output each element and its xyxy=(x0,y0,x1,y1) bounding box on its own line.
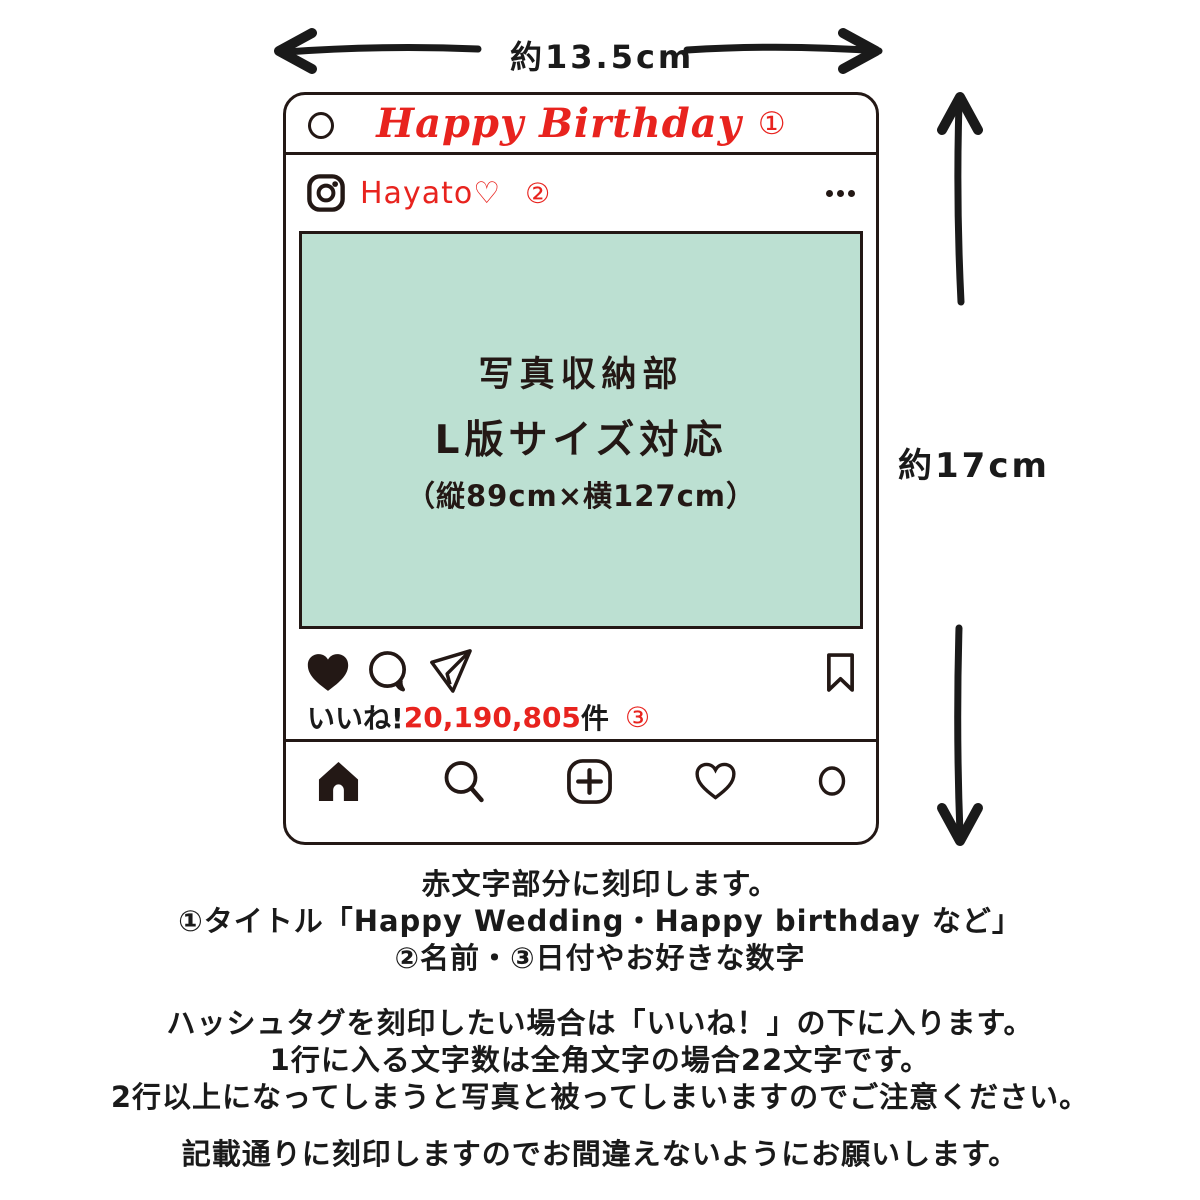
profile-circle-icon xyxy=(818,766,846,796)
note-line: 2行以上になってしまうと写真と被ってしまいますのでご注意ください。 xyxy=(110,1080,1090,1114)
note-line: ハッシュタグを刻印したい場合は「いいね！」の下に入ります。 xyxy=(166,1006,1034,1040)
search-icon xyxy=(444,760,484,802)
width-dimension-label: 約13.5cm xyxy=(510,38,695,76)
note-line: ②名前・③日付やお好きな数字 xyxy=(394,941,806,975)
likes-unit: 件 xyxy=(580,702,609,735)
likes-count: 20,190,805 xyxy=(403,700,581,734)
new-post-icon xyxy=(566,758,612,804)
instagram-camera-icon xyxy=(307,174,345,212)
hang-hole xyxy=(308,112,334,139)
post-header: Hayato♡ ② xyxy=(286,155,876,231)
share-plane-icon xyxy=(430,649,472,693)
height-dimension-label: 約17cm xyxy=(898,446,1050,486)
hashtag-notes: ハッシュタグを刻印したい場合は「いいね！」の下に入ります。 1行に入る文字数は全… xyxy=(0,1005,1200,1116)
width-arrow-right xyxy=(683,28,883,74)
photo-slot-label: 写真収納部 xyxy=(478,354,684,395)
action-icons-row xyxy=(286,629,876,695)
username-marker: ② xyxy=(525,176,551,210)
final-note: 記載通りに刻印しますのでお間違えないようにお願いします。 xyxy=(0,1136,1200,1173)
title-marker: ① xyxy=(757,105,786,142)
likes-label: いいね! xyxy=(307,702,404,735)
likes-marker: ③ xyxy=(624,700,651,734)
frame-title-text: Happy Birthday xyxy=(376,99,742,147)
photo-slot: 写真収納部 L版サイズ対応 （縦89cm×横127cm） xyxy=(299,231,863,629)
username-text: Hayato♡ xyxy=(360,175,502,211)
note-line: ①タイトル「Happy Wedding・Happy birthday など」 xyxy=(178,904,1022,938)
height-arrow-up xyxy=(937,92,983,306)
heart-outline-icon xyxy=(695,762,736,800)
height-arrow-down xyxy=(937,624,983,846)
photo-frame: Happy Birthday ① Hayato♡ ② 写真収納部 L版サイズ対応… xyxy=(283,92,879,845)
ellipsis-icon xyxy=(826,189,855,197)
photo-slot-dimensions: （縦89cm×横127cm） xyxy=(405,478,756,513)
comment-icon xyxy=(369,651,406,692)
engraving-notes: 赤文字部分に刻印します。 ①タイトル「Happy Wedding・Happy b… xyxy=(0,866,1200,977)
width-arrow-left xyxy=(274,28,482,74)
note-line: 記載通りに刻印しますのでお間違えないようにお願いします。 xyxy=(181,1137,1019,1171)
frame-title-bar: Happy Birthday ① xyxy=(286,95,876,155)
home-icon xyxy=(318,761,359,801)
note-line: 1行に入る文字数は全角文字の場合22文字です。 xyxy=(269,1043,931,1077)
note-line: 赤文字部分に刻印します。 xyxy=(421,867,779,901)
photo-slot-size: L版サイズ対応 xyxy=(434,417,728,463)
bottom-nav-row xyxy=(286,739,876,842)
bookmark-icon xyxy=(827,653,854,692)
heart-filled-icon xyxy=(307,654,349,691)
